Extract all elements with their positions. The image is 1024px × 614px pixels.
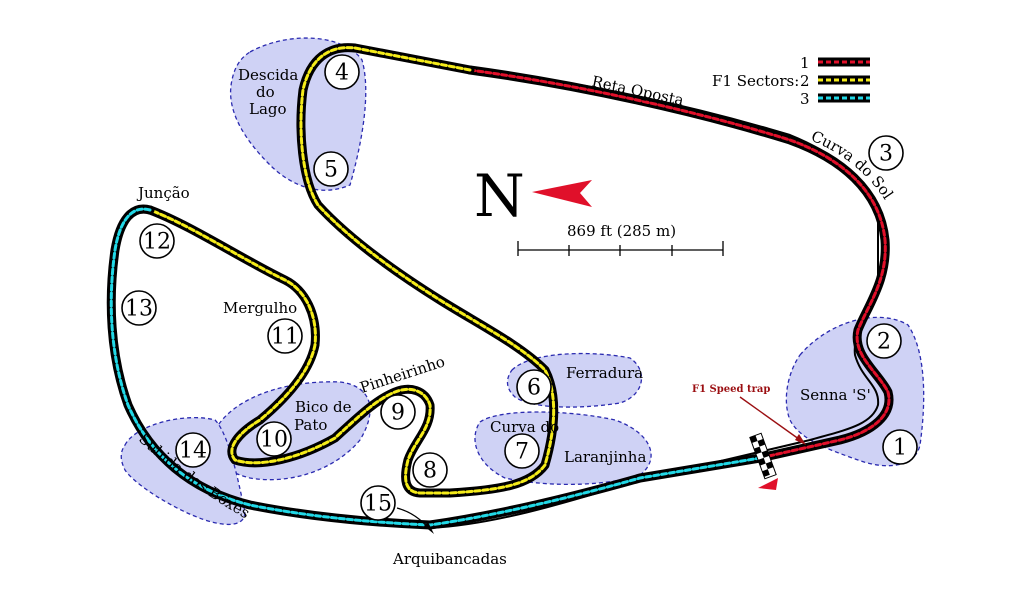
turn-marker-1: 1 — [882, 429, 918, 465]
north-letter: N — [474, 162, 525, 230]
turn-marker-11: 11 — [267, 318, 303, 354]
label-ferradura: Ferradura — [566, 364, 643, 382]
legend-num-1: 1 — [800, 54, 810, 72]
turn-number: 13 — [125, 297, 153, 322]
label-descida: Descida — [238, 66, 298, 84]
turn-marker-8: 8 — [412, 452, 448, 488]
turn-marker-4: 4 — [324, 54, 360, 90]
label-mergulho: Mergulho — [223, 299, 297, 317]
turn-number: 1 — [893, 436, 907, 461]
sector-2 — [148, 46, 556, 495]
label-curva-do: Curva do — [490, 418, 559, 436]
label-do: do — [256, 83, 275, 101]
turn-marker-10: 10 — [256, 421, 292, 457]
turn-number: 7 — [515, 440, 529, 465]
label-juncao: Junção — [136, 184, 190, 202]
label-senna: Senna 'S' — [800, 386, 871, 404]
turn-number: 9 — [391, 401, 405, 426]
label-laranjinha: Laranjinha — [564, 448, 646, 466]
turn-number: 8 — [423, 459, 437, 484]
turn-marker-9: 9 — [380, 394, 416, 430]
turn-marker-15: 15 — [360, 485, 396, 521]
turn-marker-6: 6 — [516, 369, 552, 405]
scale-bar — [517, 241, 724, 256]
turn-marker-14: 14 — [175, 432, 211, 468]
turn-number: 6 — [527, 376, 541, 401]
zone-bico-de-pato — [211, 381, 371, 481]
label-bico: Bico de — [295, 398, 352, 416]
scale-label: 869 ft (285 m) — [567, 222, 676, 240]
sector-3 — [109, 207, 762, 527]
turn-number: 15 — [364, 492, 392, 517]
turn-number: 4 — [335, 61, 349, 86]
sector-1 — [468, 68, 891, 460]
label-pato: Pato — [294, 416, 327, 434]
direction-arrow — [758, 478, 778, 490]
turn-number: 2 — [877, 330, 891, 355]
start-finish-line — [749, 432, 777, 480]
turn-marker-13: 13 — [121, 290, 157, 326]
turn-marker-7: 7 — [504, 433, 540, 469]
legend-title: F1 Sectors: — [712, 72, 799, 90]
turn-number: 12 — [143, 230, 171, 255]
turn-number: 11 — [271, 325, 299, 350]
turn-marker-12: 12 — [139, 223, 175, 259]
turn-number: 10 — [260, 428, 288, 453]
turn-marker-2: 2 — [866, 323, 902, 359]
north-arrow-icon — [532, 180, 592, 207]
turn-number: 3 — [879, 142, 893, 167]
label-lago: Lago — [249, 100, 287, 118]
turn-marker-3: 3 — [868, 135, 904, 171]
legend-num-3: 3 — [800, 90, 810, 108]
legend-num-2: 2 — [800, 72, 810, 90]
turn-number: 14 — [179, 439, 207, 464]
speed-trap-label: F1 Speed trap — [692, 384, 770, 395]
turn-marker-5: 5 — [313, 151, 349, 187]
label-arquibancadas: Arquibancadas — [392, 550, 507, 568]
sector-legend: 1 F1 Sectors: 2 3 — [712, 54, 870, 108]
turn-number: 5 — [324, 158, 338, 183]
speed-trap-arrow — [739, 396, 804, 443]
race-track — [106, 43, 894, 530]
